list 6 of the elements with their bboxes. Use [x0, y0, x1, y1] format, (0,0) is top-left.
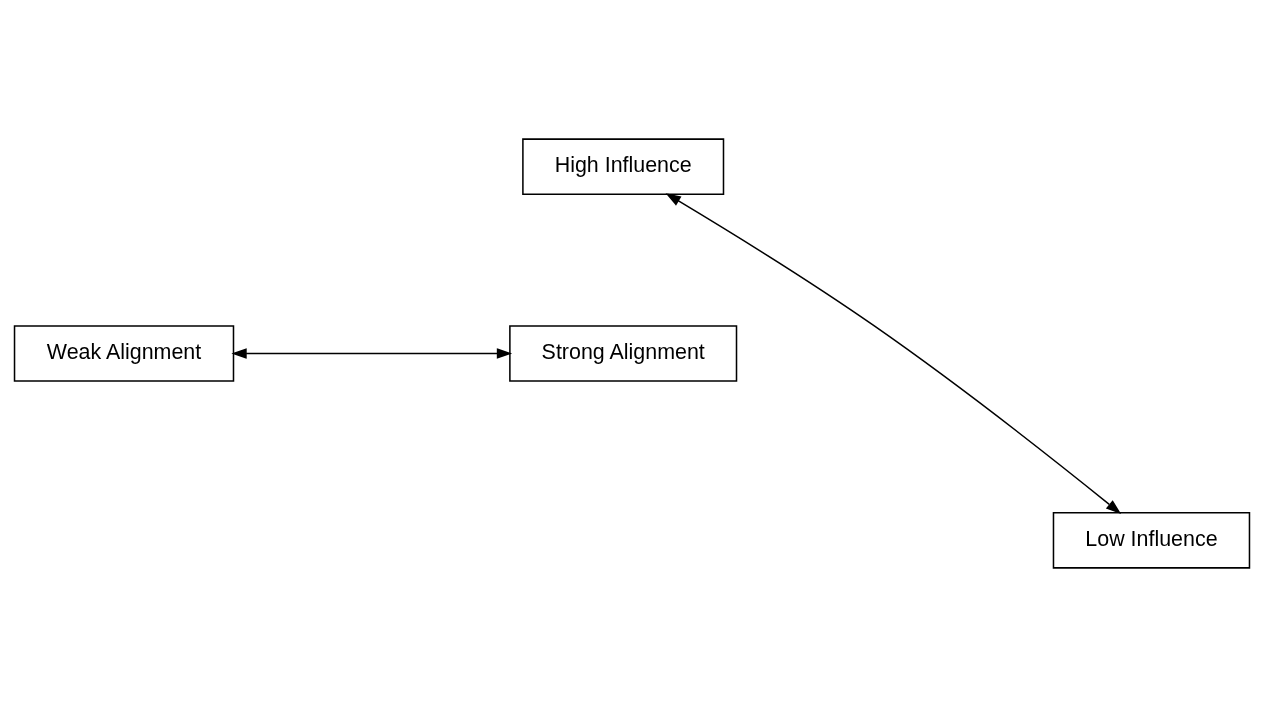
arrow — [231, 348, 513, 359]
node-box: High Influence — [522, 138, 725, 195]
node-box: Weak Alignment — [13, 325, 235, 382]
node-box: Strong Alignment — [509, 325, 738, 382]
node-box: Low Influence — [1052, 512, 1251, 569]
arrow — [665, 193, 1122, 514]
